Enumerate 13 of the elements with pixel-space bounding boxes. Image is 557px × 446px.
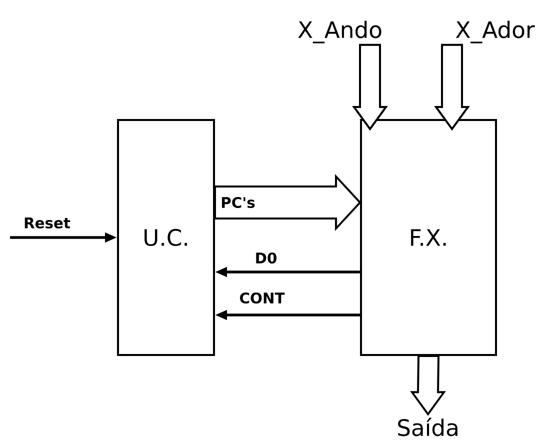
edge-label: Reset [24, 218, 70, 228]
hollow-arrow [410, 355, 446, 416]
hollow-arrow [352, 44, 388, 131]
block-box: U.C. [117, 119, 215, 356]
edge-label: CONT [240, 292, 285, 304]
signal-label: X_Ador [456, 20, 535, 44]
hollow-arrow [214, 174, 362, 232]
signal-label: X_Ando [298, 20, 382, 44]
hollow-arrow [434, 44, 470, 131]
edge-label: PC's [222, 196, 255, 208]
edge-label: D0 [256, 252, 276, 264]
signal-label: Saída [398, 418, 458, 436]
block-box: F.X. [360, 119, 497, 356]
